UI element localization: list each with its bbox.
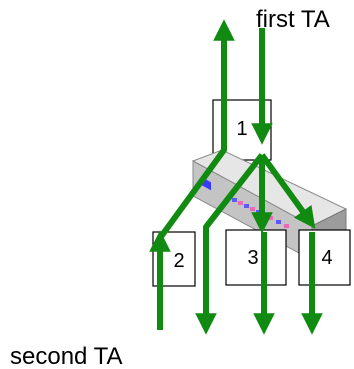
port-3-label: 3: [247, 247, 258, 269]
port-3-box: 3: [225, 229, 287, 286]
led-8: [284, 224, 289, 228]
led-6: [268, 216, 273, 220]
port-4-label: 4: [321, 247, 332, 269]
first-ta-to-port-4-arrow: [259, 153, 316, 229]
port-1-label: 1: [236, 118, 247, 140]
second-ta-label: second TA: [10, 343, 123, 369]
led-2: [238, 201, 243, 205]
led-5: [256, 210, 261, 214]
led-4: [250, 207, 255, 211]
port-2-label: 2: [173, 250, 184, 272]
second-ta-up-arrow: [157, 19, 235, 240]
first-ta-to-port-2-arrow: [195, 153, 265, 335]
first-ta-label: first TA: [256, 6, 330, 33]
led-7: [276, 220, 281, 224]
traffic-arrows: [149, 19, 323, 335]
led-3: [244, 204, 249, 208]
led-1: [232, 198, 237, 202]
port-4-box: 4: [298, 229, 351, 286]
